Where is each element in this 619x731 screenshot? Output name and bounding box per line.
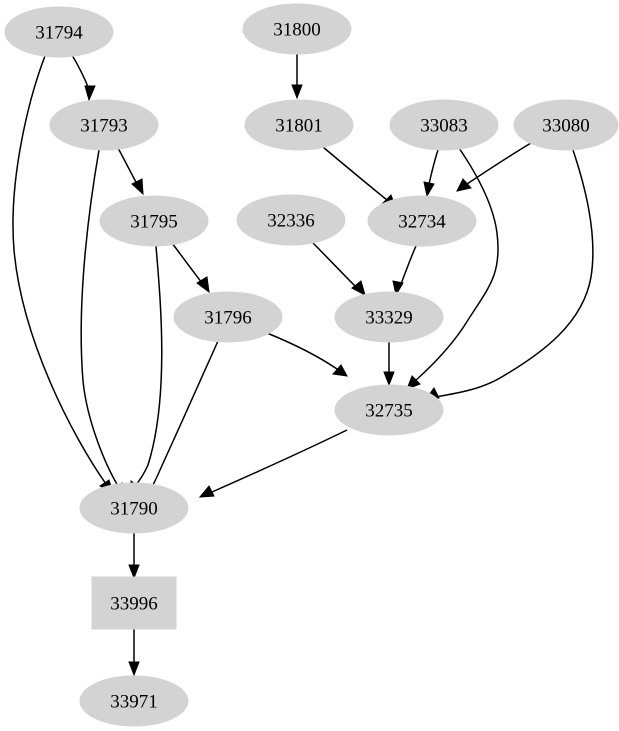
- graph-node-33329[interactable]: 33329: [334, 291, 444, 343]
- graph-edge: [266, 332, 348, 377]
- graph-node-33996[interactable]: 33996: [91, 576, 177, 630]
- graph-node-31790[interactable]: 31790: [79, 482, 189, 534]
- node-ellipse[interactable]: [244, 99, 354, 151]
- graph-edge: [80, 149, 125, 497]
- arrowhead-icon: [332, 364, 348, 377]
- node-ellipse[interactable]: [173, 291, 283, 343]
- arrowhead-icon: [351, 280, 366, 297]
- graph-edge: [456, 142, 532, 192]
- graph-edge: [198, 429, 348, 498]
- graph-edge: [383, 342, 395, 387]
- node-ellipse[interactable]: [367, 195, 477, 247]
- arrowhead-icon: [406, 375, 421, 390]
- arrowhead-icon: [383, 371, 395, 387]
- node-ellipse[interactable]: [389, 99, 499, 151]
- arrowhead-icon: [84, 85, 96, 102]
- arrowhead-icon: [131, 178, 144, 196]
- edge-line: [400, 245, 417, 285]
- node-ellipse[interactable]: [236, 194, 346, 246]
- arrowhead-icon: [423, 181, 435, 198]
- edge-line: [312, 242, 357, 288]
- graph-node-31801[interactable]: 31801: [244, 99, 354, 151]
- graph-edge: [312, 242, 366, 297]
- node-ellipse[interactable]: [79, 675, 189, 727]
- graph-edge: [171, 242, 210, 294]
- nodes-layer: 31794 31800 31793 31801 33083 33080 31795 32336…: [4, 3, 619, 727]
- graph-edge: [406, 147, 499, 390]
- edge-line: [435, 149, 594, 398]
- edge-line: [266, 332, 338, 370]
- node-ellipse[interactable]: [242, 3, 352, 55]
- edge-line: [171, 242, 203, 284]
- graph-node-32734[interactable]: 32734: [367, 195, 477, 247]
- graph-edge: [128, 629, 140, 677]
- edge-line: [428, 149, 439, 185]
- arrowhead-icon: [198, 485, 215, 498]
- edge-line: [211, 429, 348, 493]
- edge-line: [322, 146, 388, 201]
- graph-node-33083[interactable]: 33083: [389, 99, 499, 151]
- graph-node-31793[interactable]: 31793: [49, 99, 159, 151]
- graph-node-32336[interactable]: 32336: [236, 194, 346, 246]
- node-ellipse[interactable]: [99, 195, 209, 247]
- graph-edge: [291, 54, 303, 100]
- arrowhead-icon: [128, 661, 140, 677]
- graph-edge: [71, 54, 96, 102]
- arrowhead-icon: [456, 178, 472, 192]
- graph-node-32735[interactable]: 32735: [334, 384, 444, 436]
- edge-line: [80, 149, 119, 487]
- graph-edge: [129, 245, 163, 497]
- graph-node-33971[interactable]: 33971: [79, 675, 189, 727]
- graph-edge: [322, 146, 397, 209]
- edge-line: [71, 54, 90, 90]
- graph-edge: [145, 340, 219, 500]
- graph-node-31795[interactable]: 31795: [99, 195, 209, 247]
- arrowhead-icon: [196, 276, 210, 294]
- graph-node-31800[interactable]: 31800: [242, 3, 352, 55]
- node-ellipse[interactable]: [334, 291, 444, 343]
- graph-edge: [392, 245, 417, 297]
- graph-edge: [423, 149, 439, 198]
- edge-line: [414, 147, 499, 382]
- graph-edge: [424, 149, 594, 400]
- graph-node-31794[interactable]: 31794: [4, 6, 114, 58]
- graph-node-31796[interactable]: 31796: [173, 291, 283, 343]
- node-ellipse[interactable]: [79, 482, 189, 534]
- node-rect[interactable]: [91, 576, 177, 630]
- graph-edge: [128, 533, 140, 580]
- arrowhead-icon: [392, 280, 404, 297]
- node-ellipse[interactable]: [49, 99, 159, 151]
- edge-line: [466, 142, 532, 185]
- graph-node-33080[interactable]: 33080: [513, 99, 619, 151]
- arrowhead-icon: [128, 564, 140, 580]
- node-ellipse[interactable]: [4, 6, 114, 58]
- edge-line: [150, 340, 219, 490]
- graph-edge: [117, 147, 144, 196]
- arrowhead-icon: [291, 84, 303, 100]
- edge-line: [117, 147, 138, 185]
- edge-line: [134, 245, 163, 487]
- edge-line: [12, 55, 107, 485]
- node-ellipse[interactable]: [334, 384, 444, 436]
- node-ellipse[interactable]: [513, 99, 619, 151]
